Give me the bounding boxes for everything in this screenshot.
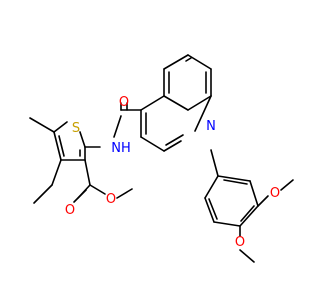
amide-nh-label: NH: [111, 141, 131, 156]
bond: [113, 115, 122, 138]
methoxy-oxygen-upper-label: O: [270, 186, 280, 201]
bond: [140, 95, 165, 111]
bond: [239, 205, 259, 227]
bond: [204, 197, 215, 223]
bond: [84, 159, 91, 186]
bond: [163, 54, 189, 70]
amide-group: [84, 102, 142, 148]
bond-double: [73, 189, 87, 203]
bond-double: [165, 134, 184, 146]
bond: [53, 121, 68, 133]
bond-methyl: [29, 117, 55, 133]
atom-labels: S NH O N O O O O: [65, 95, 280, 250]
sulfur-label: S: [72, 121, 80, 136]
dimethoxyphenyl-ring: [204, 149, 294, 263]
bond-double: [185, 57, 192, 62]
bond: [163, 140, 182, 152]
bond: [187, 95, 212, 111]
bond-methyl: [280, 179, 294, 191]
bond-double: [58, 135, 65, 157]
ester-ether-oxygen-label: O: [106, 192, 116, 207]
bond: [194, 95, 212, 132]
methoxy-oxygen-lower-label: O: [235, 235, 245, 250]
ester-carbonyl-oxygen-label: O: [65, 203, 75, 218]
bond: [140, 136, 165, 152]
bond-methyl: [239, 249, 255, 263]
bond: [204, 175, 219, 199]
bond: [210, 149, 219, 177]
bond-double: [223, 179, 248, 185]
bond: [249, 180, 259, 207]
bond: [79, 131, 86, 148]
ester-group: [73, 159, 133, 203]
quinoline-ring: [140, 54, 212, 152]
bond-ethyl: [33, 184, 53, 204]
bond: [213, 221, 241, 227]
bond: [217, 175, 251, 182]
bond-ethyl: [51, 159, 62, 186]
thiophene-ring: [29, 117, 86, 204]
bond-double: [240, 205, 255, 222]
bond: [187, 54, 212, 70]
molecule-structure: S NH O N O O O O: [29, 54, 294, 263]
bond: [163, 95, 189, 111]
bond: [257, 195, 269, 207]
amide-oxygen-label: O: [119, 95, 129, 110]
bond-double: [208, 198, 218, 220]
quinoline-nitrogen-label: N: [206, 119, 216, 134]
bond: [89, 184, 106, 195]
bond: [53, 131, 62, 161]
bond-methyl: [116, 188, 133, 199]
